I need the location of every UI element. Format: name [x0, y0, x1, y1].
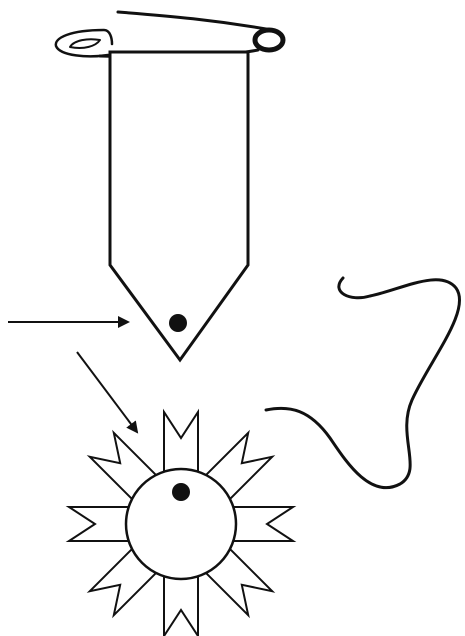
safety-pin-clasp	[56, 30, 112, 56]
rosette-hole	[172, 483, 190, 501]
safety-pin-icon	[56, 12, 283, 57]
curved-string-icon	[266, 278, 460, 488]
safety-pin-clasp-inner	[70, 39, 100, 48]
safety-pin-wire	[118, 12, 272, 30]
pennant-outline	[110, 52, 248, 360]
pennant-hole	[169, 314, 187, 332]
star-rosette-icon	[69, 412, 293, 636]
safety-pin-coil	[255, 30, 283, 50]
arrow-to-rosette	[77, 352, 137, 432]
pennant-tag-icon	[110, 52, 248, 360]
